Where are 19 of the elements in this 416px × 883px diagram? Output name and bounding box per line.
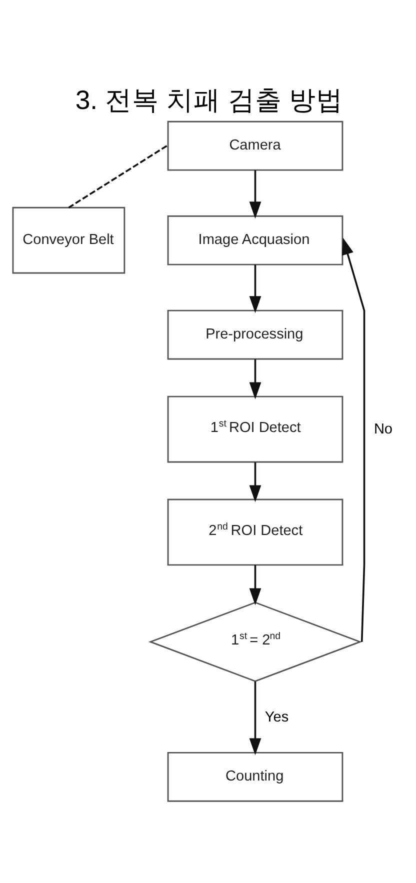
connector xyxy=(68,144,168,208)
node-diamond: 1$^{st}$ = 2$^{nd}$ xyxy=(148,601,362,682)
node-box: Pre-processing xyxy=(167,309,344,360)
node-box: Image Acquasion xyxy=(167,214,344,265)
edge-label: Yes xyxy=(264,708,289,725)
arrow xyxy=(249,358,262,399)
diagram-title: 3. 전복 치패 검출 방법 xyxy=(75,84,344,115)
arrow xyxy=(249,680,262,755)
node-box: Conveyor Belt xyxy=(12,206,126,274)
arrow xyxy=(249,264,262,313)
node-box: Camera xyxy=(167,120,344,170)
arrow xyxy=(249,170,262,218)
node-box: 1$^{st}$ ROI Detect xyxy=(167,395,344,462)
arrow xyxy=(249,462,262,502)
arrow xyxy=(249,564,262,605)
arrow xyxy=(342,237,366,642)
node-box: 2$^{nd}$ ROI Detect xyxy=(167,498,344,566)
edge-label: No xyxy=(374,421,393,438)
node-box: Counting xyxy=(167,751,344,802)
